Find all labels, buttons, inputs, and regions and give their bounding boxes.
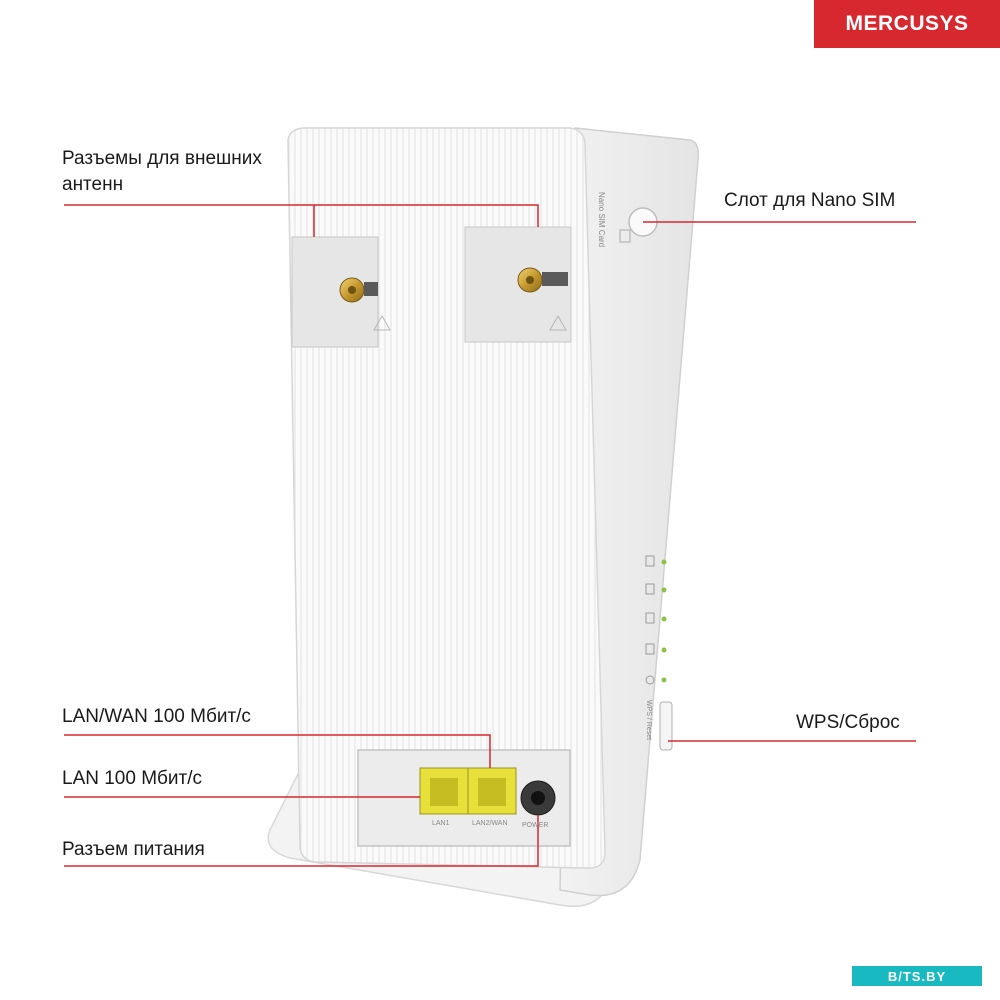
brand-name: MERCUSYS — [845, 12, 969, 35]
leader-antenna-right — [314, 204, 539, 227]
marking-sim-card: Nano SIM Card — [597, 192, 606, 248]
marking-lan1: LAN1 — [432, 820, 450, 827]
marking-power: POWER — [522, 822, 549, 829]
label-wps-reset: WPS/Сброс — [796, 712, 900, 733]
leader-antenna — [64, 204, 315, 237]
label-antenna-connectors: Разъемы для внешних антенн — [62, 148, 262, 195]
brand-logo: MERCUSYS — [814, 0, 1000, 48]
watermark: B/TS.BY — [852, 966, 982, 986]
label-lan: LAN 100 Мбит/с — [62, 768, 203, 789]
marking-lan2-wan: LAN2/WAN — [472, 820, 508, 827]
marking-wps-reset: WPS / Reset — [645, 700, 652, 741]
wps-reset-button — [659, 701, 673, 751]
label-power: Разъем питания — [62, 839, 205, 860]
leader-lan-wan — [64, 734, 491, 768]
label-lan-wan: LAN/WAN 100 Мбит/с — [62, 706, 251, 727]
status-leds — [645, 555, 667, 685]
leader-power — [64, 815, 539, 867]
label-sim-slot: Слот для Nano SIM — [724, 190, 896, 211]
